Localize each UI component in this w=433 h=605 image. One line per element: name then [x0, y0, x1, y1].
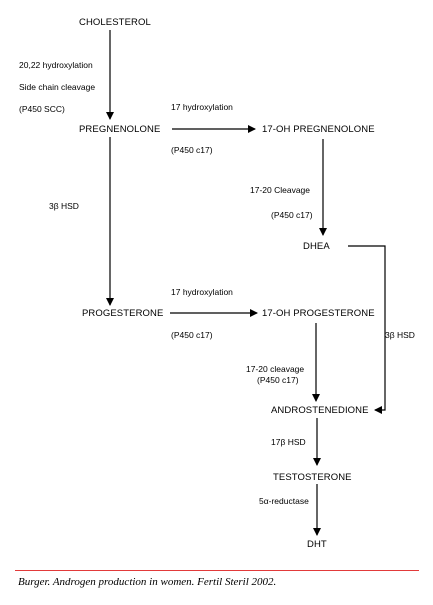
label-3b-hsd-right: 3β HSD: [385, 330, 415, 340]
label-5a-reductase: 5α-reductase: [259, 496, 309, 506]
node-pregnenolone: PREGNENOLONE: [79, 124, 161, 135]
citation-divider: [15, 570, 419, 571]
label-3b-hsd-left: 3β HSD: [49, 201, 79, 211]
node-17oh-progesterone: 17-OH PROGESTERONE: [262, 308, 375, 319]
node-testosterone: TESTOSTERONE: [273, 472, 352, 483]
label-17-hydroxylation-top: 17 hydroxylation: [171, 102, 233, 112]
label-p450-c17-bottom: (P450 c17): [171, 330, 213, 340]
label-p450-scc: (P450 SCC): [19, 104, 65, 114]
node-dhea: DHEA: [303, 241, 330, 252]
label-17-20-cleavage-top: 17-20 Cleavage: [250, 185, 311, 195]
label-side-chain-cleavage: Side chain cleavage: [19, 82, 96, 92]
label-17-hydroxylation-bottom: 17 hydroxylation: [171, 287, 233, 297]
node-cholesterol: CHOLESTEROL: [79, 17, 151, 28]
node-androstenedione: ANDROSTENEDIONE: [271, 405, 369, 416]
node-17oh-pregnenolone: 17-OH PREGNENOLONE: [262, 124, 375, 135]
label-17b-hsd: 17β HSD: [271, 437, 306, 447]
label-p450-c17-top: (P450 c17): [171, 145, 213, 155]
arrow-dhea-androstenedione: [348, 245, 386, 414]
node-dht: DHT: [307, 539, 327, 550]
label-p450-c17-right: (P450 c17): [271, 210, 313, 220]
citation-text: Burger. Androgen production in women. Fe…: [18, 576, 277, 588]
label-17-20-cleavage-bottom: 17-20 cleavage: [246, 364, 305, 374]
label-20-22-hydroxylation: 20,22 hydroxylation: [19, 60, 93, 70]
node-progesterone: PROGESTERONE: [82, 308, 164, 319]
label-p450-c17-bottom-right: (P450 c17): [257, 375, 299, 385]
